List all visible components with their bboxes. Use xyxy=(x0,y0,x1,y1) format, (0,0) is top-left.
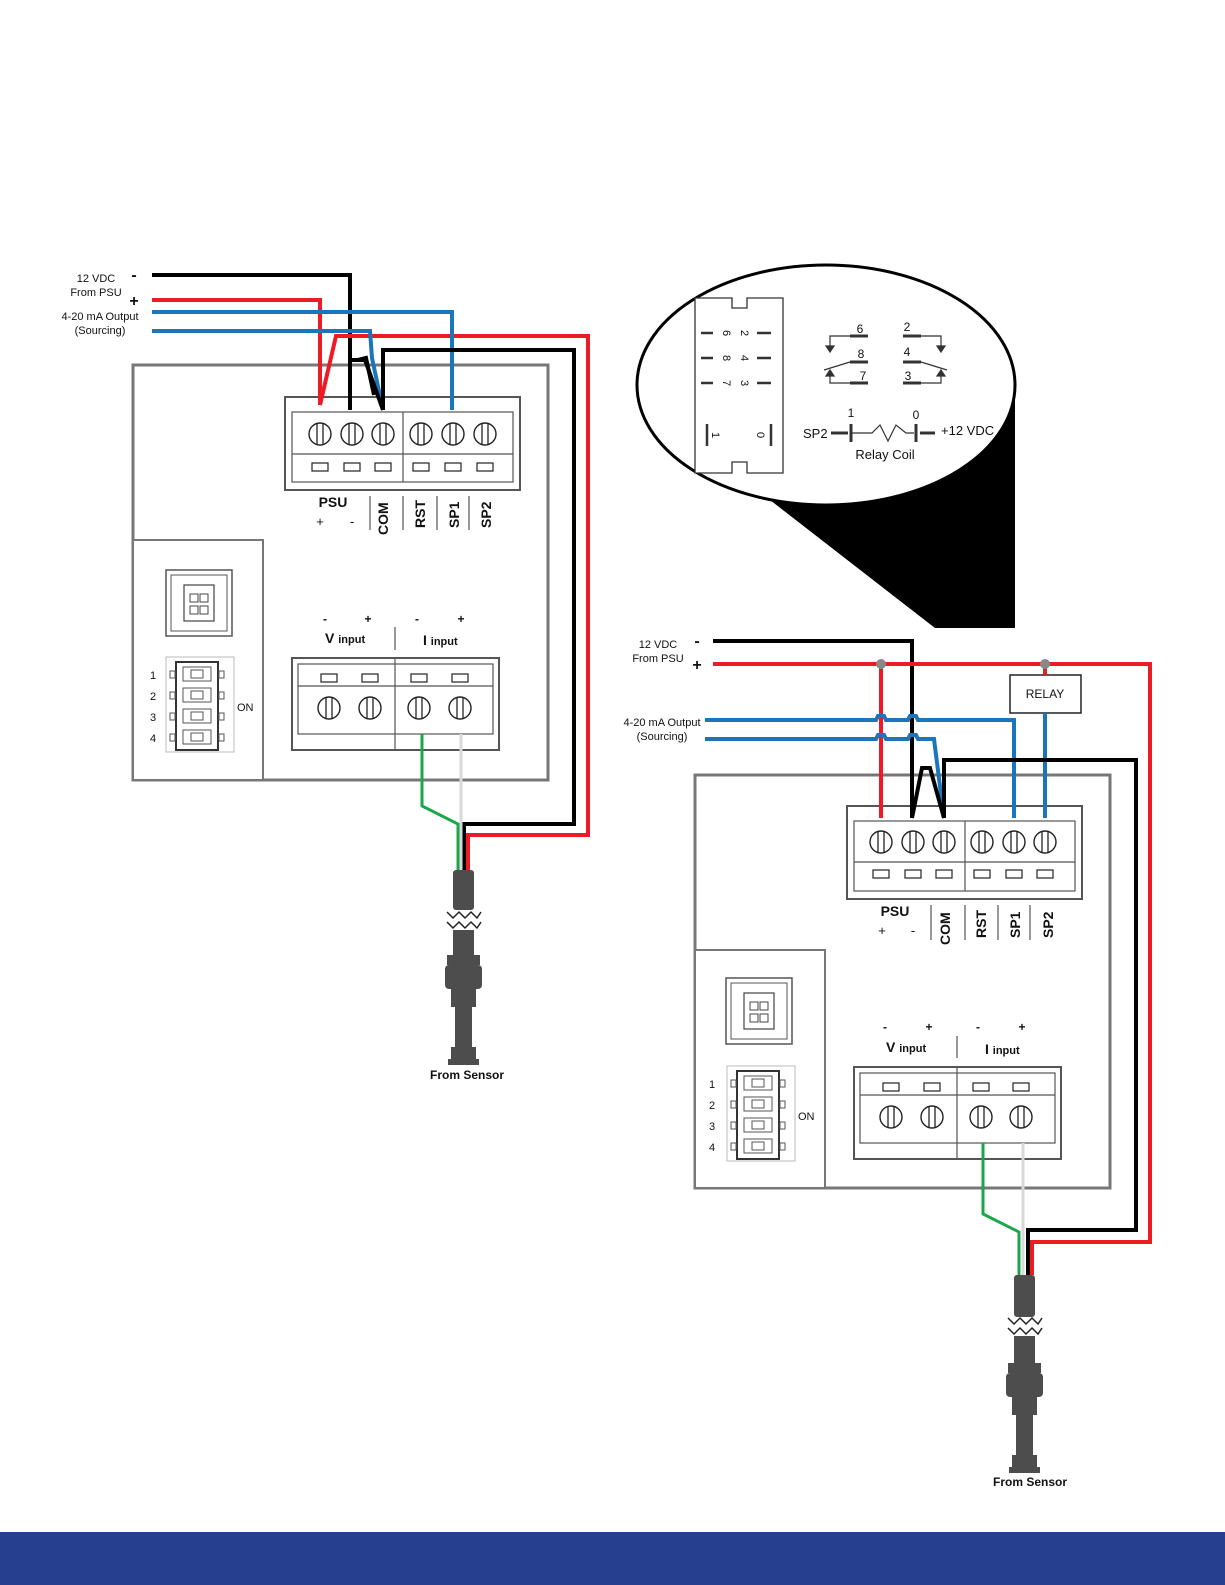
usb-port-icon xyxy=(166,570,232,636)
psu-minus-label-relay: - xyxy=(911,923,915,938)
footer-bar xyxy=(0,1532,1225,1585)
v-input-plus-relay: + xyxy=(925,1020,932,1034)
diagram-relay: PSU + - COM RST SP1 SP2 xyxy=(623,633,1150,1489)
sensor-cable-right xyxy=(1006,1275,1043,1473)
socket-pin-4: 4 xyxy=(738,355,750,361)
power-minus-symbol-relay: - xyxy=(694,633,699,650)
diagram-basic: PSU + - COM RST SP1 SP2 xyxy=(61,267,588,1082)
power-plus-symbol: + xyxy=(129,293,138,310)
power-label-line2: From PSU xyxy=(70,287,121,299)
socket-pin-6: 6 xyxy=(720,330,732,336)
contact-label-8: 8 xyxy=(858,347,865,361)
socket-pin-2: 2 xyxy=(738,330,750,336)
psu-label: PSU xyxy=(319,494,348,510)
usb-port-icon-relay xyxy=(726,978,792,1044)
coil-pin-1-label: 1 xyxy=(848,406,855,420)
junction-dot-relay xyxy=(1040,659,1050,669)
dip-position-1: 1 xyxy=(150,670,156,682)
sensor-cable-left xyxy=(445,870,482,1065)
dip-on-label: ON xyxy=(237,702,254,714)
psu-plus-label: + xyxy=(316,514,324,529)
power-plus-symbol-relay: + xyxy=(692,657,701,674)
dip-position-4-relay: 4 xyxy=(709,1142,715,1154)
analog-output-line2: (Sourcing) xyxy=(75,325,126,337)
psu-label-relay: PSU xyxy=(881,903,910,919)
sensor-label-left: From Sensor xyxy=(430,1068,504,1082)
dip-position-2-relay: 2 xyxy=(709,1100,715,1112)
contact-label-7: 7 xyxy=(860,369,867,383)
coil-supply-label: +12 VDC xyxy=(941,423,994,438)
dip-position-3: 3 xyxy=(150,712,156,724)
input-terminal-block-relay xyxy=(854,1067,1061,1159)
coil-pin-0-label: 0 xyxy=(913,408,920,422)
dip-position-3-relay: 3 xyxy=(709,1121,715,1133)
callout-ellipse xyxy=(637,265,1015,505)
socket-pin-1: 1 xyxy=(709,432,721,438)
dip-on-label-relay: ON xyxy=(798,1111,815,1123)
top-terminal-block-relay xyxy=(847,806,1082,899)
rst-label-relay: RST xyxy=(973,910,989,938)
v-input-minus-relay: - xyxy=(883,1020,887,1034)
power-minus-symbol: - xyxy=(131,267,136,284)
sp1-label-relay: SP1 xyxy=(1007,911,1023,938)
sensor-label-right: From Sensor xyxy=(993,1475,1067,1489)
contact-label-2: 2 xyxy=(904,320,911,334)
rst-label: RST xyxy=(412,500,428,528)
dip-switch xyxy=(166,657,234,752)
power-label-line1: 12 VDC xyxy=(77,273,116,285)
contact-label-6: 6 xyxy=(857,322,864,336)
dip-switch-relay xyxy=(727,1066,795,1161)
socket-pin-7: 7 xyxy=(720,380,732,386)
sp2-label: SP2 xyxy=(478,501,494,528)
i-input-plus-relay: + xyxy=(1018,1020,1025,1034)
analog-output-line1-relay: 4-20 mA Output xyxy=(623,717,700,729)
i-input-minus-relay: - xyxy=(976,1020,980,1034)
analog-output-line2-relay: (Sourcing) xyxy=(637,731,688,743)
dip-position-1-relay: 1 xyxy=(709,1079,715,1091)
v-input-minus: - xyxy=(323,612,327,626)
i-input-plus: + xyxy=(457,612,464,626)
com-label-relay: COM xyxy=(937,912,953,945)
power-label-line2-relay: From PSU xyxy=(632,653,683,665)
psu-plus-label-relay: + xyxy=(878,923,886,938)
contact-label-4: 4 xyxy=(904,345,911,359)
relay-box-label: RELAY xyxy=(1026,687,1064,701)
sp1-label: SP1 xyxy=(446,501,462,528)
dip-position-2: 2 xyxy=(150,691,156,703)
coil-sp2-label: SP2 xyxy=(803,426,828,441)
contact-label-3: 3 xyxy=(905,369,912,383)
sp2-label-relay: SP2 xyxy=(1040,911,1056,938)
com-label: COM xyxy=(375,502,391,535)
dip-position-4: 4 xyxy=(150,733,156,745)
v-input-plus: + xyxy=(364,612,371,626)
relay-detail-callout: 2 4 3 6 8 7 1 0 6 8 7 2 xyxy=(637,265,1015,628)
socket-pin-0: 0 xyxy=(754,432,766,438)
input-terminal-block xyxy=(292,658,499,750)
junction-dot-psu xyxy=(876,659,886,669)
top-terminal-block xyxy=(285,397,520,490)
socket-pin-8: 8 xyxy=(720,355,732,361)
socket-pin-3: 3 xyxy=(738,380,750,386)
i-input-minus: - xyxy=(415,612,419,626)
analog-output-line1: 4-20 mA Output xyxy=(61,311,138,323)
coil-caption: Relay Coil xyxy=(855,447,914,462)
psu-minus-label: - xyxy=(350,514,354,529)
power-label-line1-relay: 12 VDC xyxy=(639,639,678,651)
